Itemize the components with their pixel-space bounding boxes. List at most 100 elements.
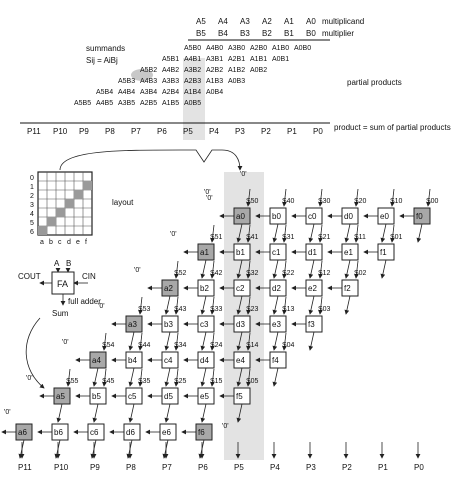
summand-label: S01 bbox=[390, 234, 403, 241]
adder-cell-label: d2 bbox=[272, 284, 281, 293]
adder-cell-d5: d5 bbox=[161, 387, 179, 405]
adder-cell-label: e3 bbox=[272, 320, 281, 329]
adder-cell-label: a6 bbox=[18, 428, 27, 437]
layout-row-label: 0 bbox=[30, 175, 34, 182]
full-adder-input-a: A bbox=[54, 259, 60, 268]
adder-cell-label: b6 bbox=[54, 428, 63, 437]
summand-label: S22 bbox=[282, 270, 295, 277]
adder-cell-d0: d0 bbox=[341, 207, 359, 225]
zero-input-label: '0' bbox=[206, 195, 213, 202]
adder-cell-label: a3 bbox=[128, 320, 137, 329]
partial-product-term: A1B3 bbox=[206, 78, 223, 85]
partial-product-term: A5B4 bbox=[96, 89, 113, 96]
p5-brace bbox=[59, 149, 243, 171]
adder-cell-label: b5 bbox=[92, 392, 101, 401]
output-bit-label: P0 bbox=[414, 463, 424, 472]
adder-cell-c0: c0 bbox=[305, 207, 323, 225]
product-term: P9 bbox=[79, 127, 89, 136]
summand-label: S44 bbox=[138, 342, 151, 349]
summand-label: S25 bbox=[174, 378, 187, 385]
zero-input-label: '0' bbox=[62, 339, 69, 346]
summand-label: S51 bbox=[210, 234, 223, 241]
summand-label: S35 bbox=[138, 378, 151, 385]
summand-label: S15 bbox=[210, 378, 223, 385]
full-adder-cout: COUT bbox=[18, 272, 41, 281]
product-term: P2 bbox=[261, 127, 271, 136]
full-adder-legend: FA A B COUT CIN Sum full adder bbox=[18, 259, 101, 389]
summand-label: S30 bbox=[318, 198, 331, 205]
adder-cell-b3: b3 bbox=[161, 315, 179, 333]
product-term: P3 bbox=[235, 127, 245, 136]
adder-cell-f4: f4 bbox=[269, 351, 287, 369]
adder-cell-d1: d1 bbox=[305, 243, 323, 261]
adder-cell-label: f6 bbox=[198, 428, 205, 437]
summand-label: S33 bbox=[210, 306, 223, 313]
adder-cell-c1: c1 bbox=[269, 243, 287, 261]
layout-col-label: c bbox=[58, 239, 62, 246]
adder-cell-label: f0 bbox=[416, 212, 423, 221]
adder-cell-label: e5 bbox=[200, 392, 209, 401]
adder-cell-f3: f3 bbox=[305, 315, 323, 333]
layout-cell-shaded bbox=[65, 199, 74, 208]
product-term: P11 bbox=[27, 127, 41, 136]
layout-row-label: 6 bbox=[30, 229, 34, 236]
adder-cell-f5: f5 bbox=[233, 387, 251, 405]
summand-label: S05 bbox=[246, 378, 259, 385]
adder-cell-a1: a1 bbox=[197, 243, 215, 261]
array-wires bbox=[1, 188, 431, 459]
summand-label: S13 bbox=[282, 306, 295, 313]
partial-product-term: A3B0 bbox=[228, 45, 245, 52]
multiplier-term: B2 bbox=[262, 29, 272, 38]
adder-cell-label: c2 bbox=[236, 284, 245, 293]
partial-product-term: A1B4 bbox=[184, 89, 201, 96]
summand-label: S32 bbox=[246, 270, 259, 277]
layout-label: layout bbox=[112, 198, 134, 207]
adder-cell-label: e0 bbox=[380, 212, 389, 221]
partial-product-term: A0B5 bbox=[184, 100, 201, 107]
adder-cell-label: d6 bbox=[126, 428, 135, 437]
partial-product-term: A4B0 bbox=[206, 45, 223, 52]
adder-cell-c5: c5 bbox=[125, 387, 143, 405]
summand-label: S43 bbox=[174, 306, 187, 313]
summand-label: S14 bbox=[246, 342, 259, 349]
multiplicand-term: A0 bbox=[306, 17, 316, 26]
adder-cell-label: b1 bbox=[236, 248, 245, 257]
partial-product-term: A4B5 bbox=[96, 100, 113, 107]
output-bit-label: P7 bbox=[162, 463, 172, 472]
adder-cell-label: a0 bbox=[236, 212, 245, 221]
adder-cell-f0: f0 bbox=[413, 207, 431, 225]
output-bit-label: P3 bbox=[306, 463, 316, 472]
adder-cell-label: e4 bbox=[236, 356, 245, 365]
adder-cell-b5: b5 bbox=[89, 387, 107, 405]
output-bit-label: P2 bbox=[342, 463, 352, 472]
adder-cell-label: a2 bbox=[164, 284, 173, 293]
adder-cell-label: f3 bbox=[308, 320, 315, 329]
adder-cell-e1: e1 bbox=[341, 243, 359, 261]
summand-label: S45 bbox=[102, 378, 115, 385]
partial-product-term: A4B4 bbox=[118, 89, 135, 96]
multiplicand-term: A2 bbox=[262, 17, 272, 26]
zero-input-label: '0' bbox=[98, 303, 105, 310]
layout-row-label: 4 bbox=[30, 211, 34, 218]
partial-product-term: A0B4 bbox=[206, 89, 223, 96]
product-label: product = sum of partial products bbox=[334, 123, 451, 132]
adder-cell-label: a1 bbox=[200, 248, 209, 257]
output-bit-label: P8 bbox=[126, 463, 136, 472]
zero-input-label: '0' bbox=[134, 267, 141, 274]
multiplier-term: B4 bbox=[218, 29, 228, 38]
partial-product-term: A1B5 bbox=[162, 100, 179, 107]
multiplicand-term: A5 bbox=[196, 17, 206, 26]
layout-cell-shaded bbox=[83, 181, 92, 190]
adder-cell-a5: a5 bbox=[53, 387, 71, 405]
adder-cell-label: a5 bbox=[56, 392, 65, 401]
full-adder-label: full adder bbox=[68, 297, 101, 306]
adder-cell-label: b4 bbox=[128, 356, 137, 365]
adder-cell-label: d3 bbox=[236, 320, 245, 329]
adder-cell-label: d5 bbox=[164, 392, 173, 401]
multiplier-term: B3 bbox=[240, 29, 250, 38]
partial-product-term: A1B0 bbox=[272, 45, 289, 52]
adder-cell-e4: e4 bbox=[233, 351, 251, 369]
partial-product-term: A3B4 bbox=[140, 89, 157, 96]
